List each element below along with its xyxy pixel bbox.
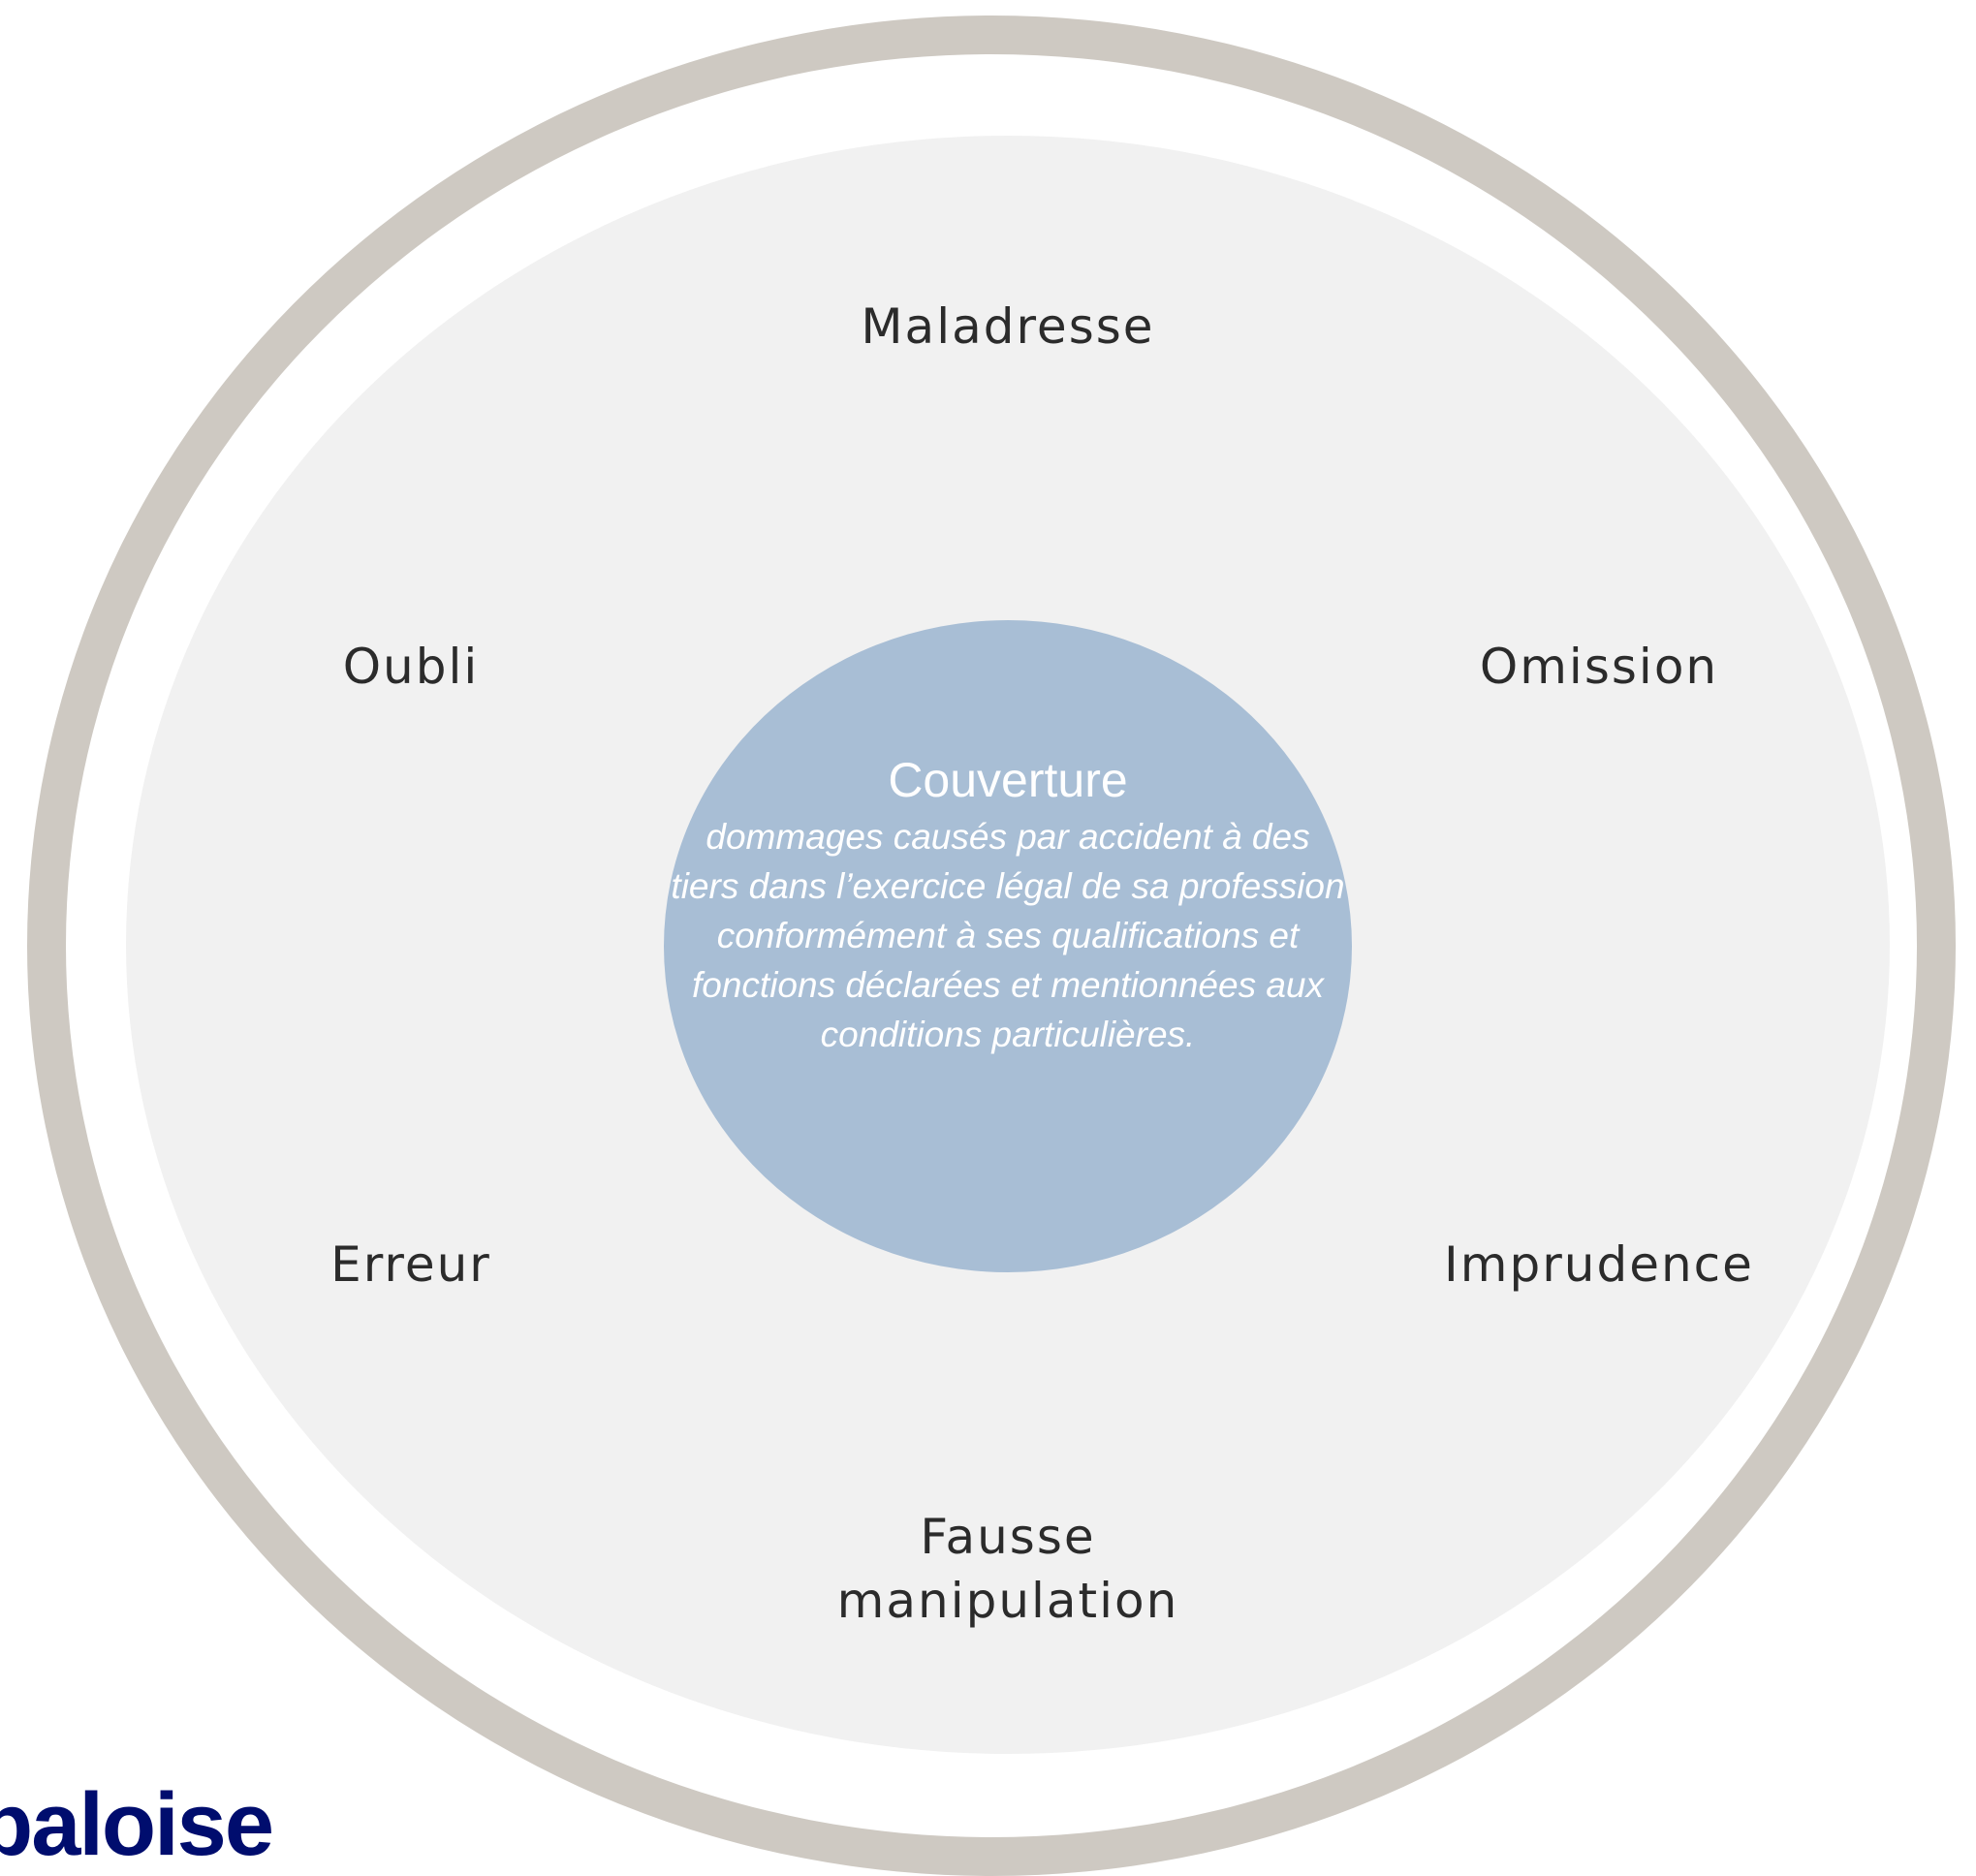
center-circle [664, 620, 1352, 1272]
center-description: dommages causés par accident à des tiers… [671, 817, 1345, 1054]
label-oubli: Oubli [342, 639, 480, 695]
center-title: Couverture [888, 753, 1128, 807]
label-fausse-line2: manipulation [836, 1573, 1179, 1629]
label-omission: Omission [1479, 639, 1719, 695]
logo-text: baloise [0, 1775, 272, 1867]
label-erreur: Erreur [330, 1236, 491, 1293]
label-fausse-manipulation: Fausse manipulation [717, 1505, 1299, 1633]
baloise-logo: baloise [0, 1775, 274, 1867]
label-fausse-line1: Fausse [920, 1509, 1096, 1565]
label-maladresse: Maladresse [861, 298, 1155, 355]
label-imprudence: Imprudence [1444, 1236, 1754, 1293]
